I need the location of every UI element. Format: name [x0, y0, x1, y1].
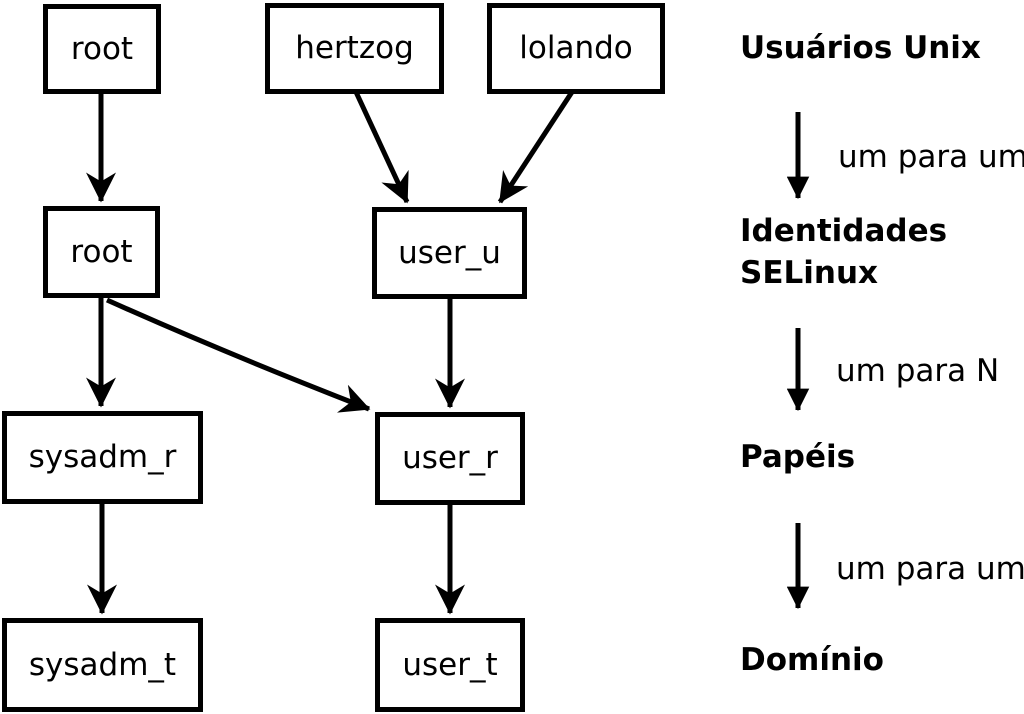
legend-selinux-line: SELinux [740, 255, 879, 291]
legend-identidades-selinux: Identidades SELinux [740, 210, 947, 294]
arrow-rootid-to-userr [105, 297, 371, 413]
node-sysadm-r: sysadm_r [2, 411, 203, 504]
arrow-hertzog-to-useru [353, 90, 410, 204]
legend-dominio: Domínio [740, 642, 884, 678]
node-sysadm-t: sysadm_t [2, 618, 203, 712]
arrow-lolando-to-useru [497, 90, 575, 204]
node-lolando: lolando [487, 3, 665, 94]
node-root-unix-user: root [43, 4, 161, 94]
legend-um-para-um-2: um para um [836, 551, 1024, 587]
legend-usuarios-unix: Usuários Unix [740, 30, 981, 66]
node-root-selinux-identity: root [43, 206, 160, 298]
legend-identidades-line: Identidades [740, 213, 948, 249]
legend-um-para-um-1: um para um [838, 139, 1024, 175]
node-user-u: user_u [372, 207, 527, 299]
node-user-t: user_t [375, 618, 525, 712]
legend-um-para-n: um para N [836, 353, 1000, 389]
node-user-r: user_r [375, 412, 525, 505]
legend-papeis: Papéis [740, 439, 856, 475]
node-hertzog: hertzog [265, 3, 444, 94]
